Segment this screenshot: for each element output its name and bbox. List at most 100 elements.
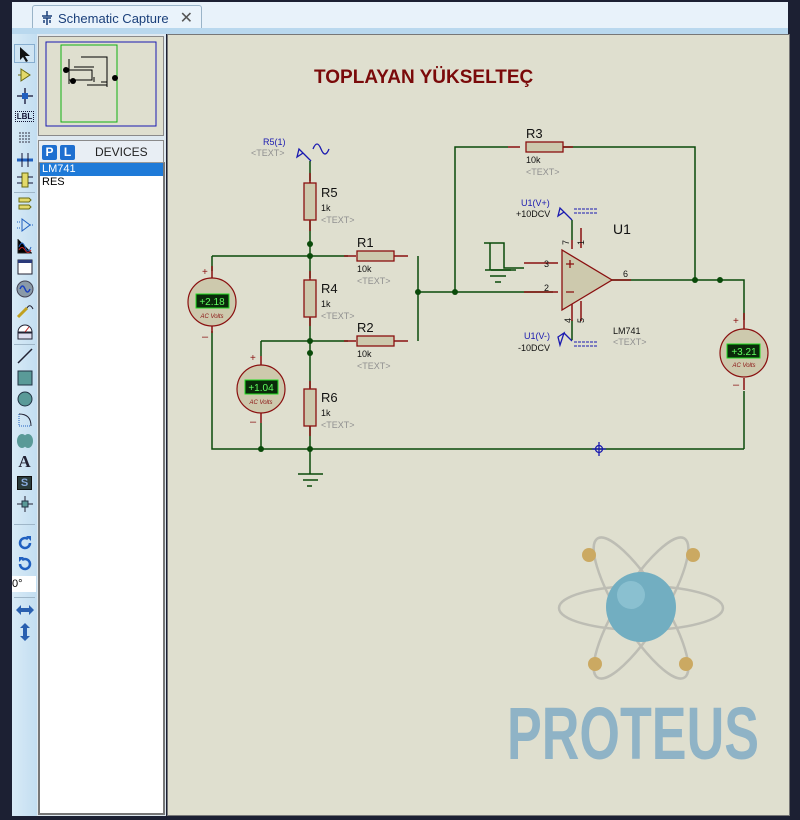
r4-text: <TEXT> [321, 311, 355, 321]
opamp-text: <TEXT> [613, 337, 647, 347]
overview-preview [45, 41, 157, 127]
svg-text:+: + [733, 316, 739, 327]
svg-text:–: – [250, 416, 257, 428]
r6-value: 1k [321, 408, 331, 418]
schematic-canvas[interactable]: TOPLAYAN YÜKSELTEÇ [167, 34, 790, 816]
r6-text: <TEXT> [321, 420, 355, 430]
junction-icon[interactable] [14, 86, 35, 105]
svg-text:–: – [733, 379, 740, 391]
vminus-label: U1(V-) [524, 331, 550, 341]
sine-wave-icon [312, 143, 330, 155]
r1-value: 10k [357, 264, 372, 274]
voltmeter-3-unit: AC Volts [731, 363, 755, 369]
devices-header: P L DEVICES [38, 140, 164, 163]
devices-title: DEVICES [95, 145, 148, 159]
resistor-r1[interactable] [356, 250, 395, 262]
script-icon[interactable] [14, 128, 35, 147]
pin-icon[interactable] [14, 215, 35, 234]
flip-vertical-icon[interactable] [14, 622, 35, 641]
wires [211, 146, 745, 487]
r5-ref: R5 [321, 185, 338, 200]
pin-7-label: 7 [561, 240, 571, 245]
r2-ref: R2 [357, 320, 374, 335]
voltmeter-3-reading: +3.21 [731, 347, 757, 358]
resistor-leads [211, 146, 745, 436]
resistor-r3[interactable] [525, 141, 564, 153]
rotate-cw-icon[interactable] [14, 533, 35, 552]
generator-label: R5(1) [263, 137, 286, 147]
device-item-lm741[interactable]: LM741 [40, 163, 163, 176]
generator-terminal[interactable]: R5(1) <TEXT> [251, 137, 330, 162]
rotation-angle-field[interactable]: 0° [12, 576, 36, 592]
r5-value: 1k [321, 203, 331, 213]
opamp-u1[interactable]: U1 LM741 <TEXT> 3 2 6 7 1 4 5 [544, 221, 647, 347]
proteus-logo-icon [557, 536, 725, 680]
tab-label: Schematic Capture [58, 10, 169, 26]
resistor-r2[interactable] [356, 335, 395, 347]
generator-icon[interactable] [14, 279, 35, 298]
r2-value: 10k [357, 349, 372, 359]
voltmeter-3[interactable]: +3.21 AC Volts + – [719, 316, 769, 391]
proteus-watermark: PROTEUS [507, 692, 759, 775]
voltmeter-1[interactable]: +2.18 AC Volts + – [187, 267, 237, 343]
text-icon[interactable]: A [18, 451, 31, 471]
resistor-r6[interactable] [303, 388, 317, 427]
pin-3-label: 3 [544, 259, 549, 269]
schematic-title: TOPLAYAN YÜKSELTEÇ [314, 67, 534, 88]
r2-text: <TEXT> [357, 361, 391, 371]
pin-2-label: 2 [544, 283, 549, 293]
device-list[interactable]: LM741 RES [38, 162, 165, 815]
junction-dots [258, 241, 723, 452]
r3-text: <TEXT> [526, 167, 560, 177]
vplus-label: U1(V+) [521, 198, 550, 208]
graph-icon[interactable] [14, 236, 35, 255]
terminal-icon[interactable] [14, 194, 35, 213]
schematic-icon [42, 11, 52, 25]
overview-window[interactable] [38, 36, 164, 136]
line-icon[interactable] [14, 346, 35, 365]
tape-icon[interactable] [14, 257, 35, 276]
vplus-value: +10DCV [516, 209, 550, 219]
pin-6-label: 6 [623, 269, 628, 279]
supply-vplus[interactable]: U1(V+) +10DCV [516, 198, 598, 221]
r3-ref: R3 [526, 126, 543, 141]
marker-icon[interactable] [14, 494, 35, 513]
resistor-r5[interactable] [303, 182, 317, 221]
box-icon[interactable] [14, 368, 35, 387]
pin-4-label: 4 [563, 318, 573, 323]
bus-icon[interactable] [14, 149, 35, 168]
device-item-res[interactable]: RES [42, 176, 65, 188]
arc-icon[interactable] [14, 410, 35, 429]
voltmeter-2[interactable]: +1.04 AC Volts + – [236, 353, 286, 428]
svg-text:+: + [250, 353, 256, 364]
r5-text: <TEXT> [321, 215, 355, 225]
instrument-icon[interactable] [14, 322, 35, 341]
generator-text: <TEXT> [251, 148, 285, 158]
resistor-r4[interactable] [303, 279, 317, 318]
r1-text: <TEXT> [357, 276, 391, 286]
svg-text:+: + [202, 267, 208, 278]
library-manager-button[interactable]: L [60, 144, 75, 160]
resistor-bodies [303, 141, 564, 427]
component-icon[interactable] [14, 65, 35, 84]
svg-text:–: – [202, 331, 209, 343]
label-icon[interactable]: LBL [14, 111, 35, 122]
close-icon[interactable]: ✕ [179, 10, 193, 27]
opamp-ref: U1 [613, 221, 631, 237]
supply-vminus[interactable]: U1(V-) -10DCV [518, 331, 598, 353]
pick-devices-button[interactable]: P [42, 144, 57, 160]
path-icon[interactable] [14, 431, 35, 450]
probe-icon[interactable] [14, 301, 35, 320]
flip-horizontal-icon[interactable] [14, 600, 35, 619]
voltmeter-1-unit: AC Volts [199, 314, 223, 320]
tab-bar: Schematic Capture ✕ [12, 2, 788, 30]
circle-icon[interactable] [14, 389, 35, 408]
subcircuit-icon[interactable] [14, 170, 35, 189]
arrow-icon[interactable] [14, 44, 35, 63]
rotate-ccw-icon[interactable] [14, 554, 35, 573]
pin-5-label: 5 [576, 318, 586, 323]
tab-strip [12, 28, 788, 34]
opamp-part: LM741 [613, 326, 641, 336]
symbol-icon[interactable]: S [14, 473, 35, 492]
tab-schematic-capture[interactable]: Schematic Capture ✕ [32, 5, 202, 30]
